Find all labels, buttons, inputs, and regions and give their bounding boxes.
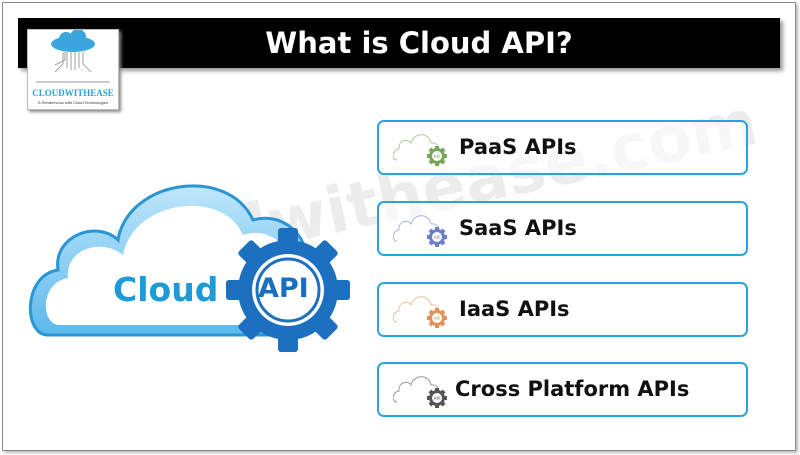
logo-tagline: A Rendezvous with Cloud Technologies (38, 100, 108, 105)
logo-name: CLOUDWITHEASE (32, 88, 114, 98)
item-label: SaaS APIs (459, 216, 577, 240)
cloud-gear-icon: API (393, 376, 447, 408)
cloud-label: Cloud (113, 270, 219, 309)
item-label: Cross Platform APIs (455, 377, 690, 401)
svg-text:API: API (433, 396, 440, 402)
item-label: PaaS APIs (459, 135, 577, 159)
logo-cloud-icon (36, 29, 110, 83)
item-iaas-apis: API IaaS APIs (377, 282, 748, 337)
svg-text:API: API (433, 316, 440, 322)
cloud-gear-icon: API (393, 215, 447, 247)
svg-text:API: API (433, 235, 440, 241)
item-paas-apis: API PaaS APIs (377, 120, 748, 175)
title-bar: What is Cloud API? (18, 18, 780, 68)
cloud-api-illustration (28, 184, 350, 352)
item-saas-apis: API SaaS APIs (377, 201, 748, 256)
slide-frame (2, 2, 796, 451)
page-title: What is Cloud API? (265, 26, 573, 60)
svg-text:API: API (433, 154, 440, 160)
api-label: API (258, 273, 309, 304)
cloud-gear-icon: API (393, 296, 447, 328)
cloud-gear-icon: API (393, 134, 447, 166)
item-cross-platform-apis: API Cross Platform APIs (377, 362, 748, 417)
gear-icon (226, 228, 350, 352)
item-label: IaaS APIs (459, 297, 570, 321)
logo: CLOUDWITHEASE A Rendezvous with Cloud Te… (27, 29, 119, 110)
